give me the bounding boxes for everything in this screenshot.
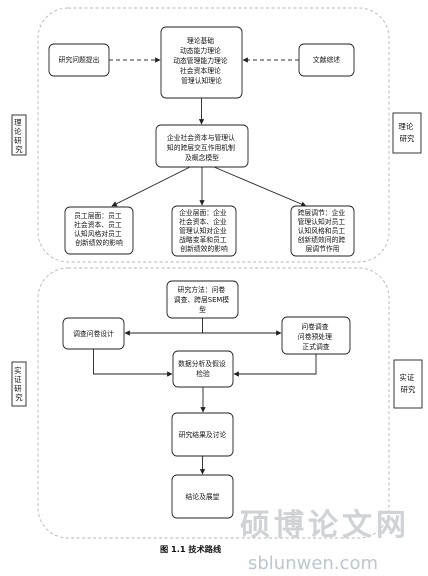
literature-review-text: 文献综述 bbox=[313, 55, 340, 64]
questionnaire-design-text: 调查问卷设计 bbox=[73, 329, 114, 338]
conclusion-outlook-box bbox=[171, 474, 234, 519]
empirical-right-side-label: 实证 研究 bbox=[399, 373, 416, 394]
arrow-method-to-design bbox=[124, 318, 203, 336]
research-question-text: 研究问题提出 bbox=[59, 55, 100, 64]
questionnaire-survey-text: 问卷调查 问卷预处理 正式调查 bbox=[298, 322, 334, 351]
figure-caption: 图 1.1 技术路线 bbox=[160, 544, 222, 554]
data-analysis-box bbox=[172, 350, 234, 388]
cross-level-text: 跨层调节：企业 管理认知对员工 认知风格和员工 创新绩效间的跨 层调节作用 bbox=[298, 208, 348, 253]
conclusion-outlook-text: 结论及展望 bbox=[186, 492, 220, 501]
theory-research-region bbox=[37, 7, 390, 263]
empirical-research-region bbox=[37, 267, 390, 539]
watermark-site-name: 硕博论文网 bbox=[240, 508, 410, 543]
cross-level-box bbox=[290, 205, 355, 257]
empirical-right-side-label-box bbox=[393, 359, 423, 409]
watermark-url: sblunwen.com bbox=[248, 553, 378, 574]
theory-left-side-label-box bbox=[11, 114, 27, 156]
results-discussion-text: 研究结果及讨论 bbox=[179, 430, 227, 439]
enterprise-level-text: 企业层面：企业 社会资本、企业 管理认知对企业 战略变革和员工 创新绩效的影响 bbox=[179, 208, 229, 253]
employee-level-text: 员工层面：员工 社会资本、员工 认知风格对员工 创新绩效的影响 bbox=[74, 212, 124, 247]
arrow-mechanism-to-cross-level bbox=[213, 166, 307, 207]
arrow-mechanism-to-employee bbox=[111, 166, 191, 207]
mechanism-model-text: 企业社会资本与管理认 知的跨层交互作用机制 及概念模型 bbox=[167, 133, 237, 162]
empirical-left-side-label: 实 证 研 究 bbox=[14, 366, 24, 402]
theory-left-side-label: 理 论 研 究 bbox=[14, 118, 24, 154]
research-method-text: 研究方法：问卷 调查、跨层SEM模 型 bbox=[174, 285, 231, 314]
theory-right-side-label-box bbox=[392, 112, 422, 154]
arrow-design-to-analysis bbox=[93, 349, 173, 377]
employee-level-box bbox=[64, 206, 134, 255]
theory-right-side-label: 理论 研究 bbox=[398, 122, 415, 143]
theory-basis-text: 理论基础 动态能力理论 动态管理能力理论 社会资本理论 管理认知理论 bbox=[173, 36, 230, 85]
data-analysis-text: 数据分析及假设 检验 bbox=[178, 359, 228, 378]
empirical-left-side-label-box bbox=[11, 361, 27, 407]
enterprise-level-box bbox=[171, 205, 237, 257]
arrow-survey-to-analysis bbox=[233, 354, 317, 377]
